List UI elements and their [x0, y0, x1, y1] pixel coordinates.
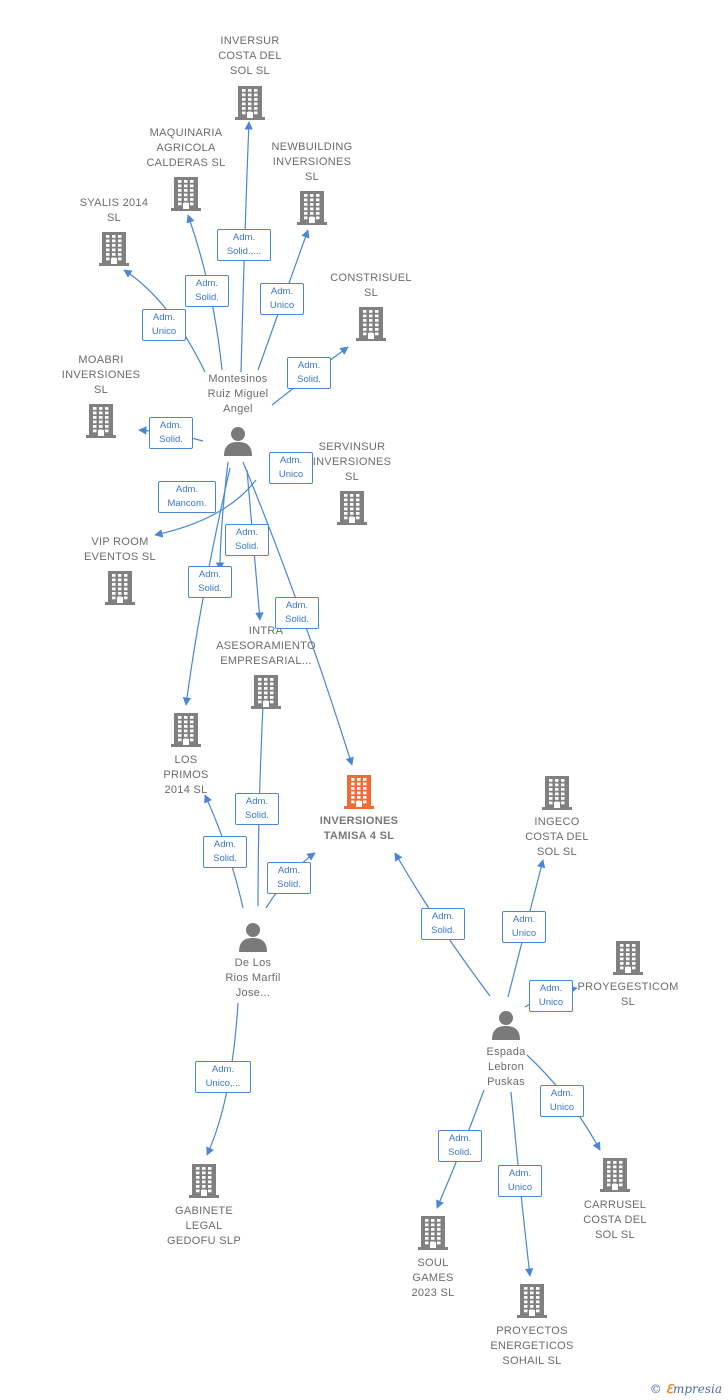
relation-badge-intra-d: Adm. Solid.	[235, 793, 279, 825]
relation-badge-moabri: Adm. Solid.	[149, 417, 193, 449]
company-building-icon[interactable]	[99, 232, 129, 271]
company-building-icon[interactable]	[337, 491, 367, 530]
company-building-icon[interactable]	[517, 1284, 547, 1323]
relation-badge-intra: Adm. Solid.	[225, 524, 269, 556]
person-label-espada[interactable]: Espada Lebron Puskas	[486, 1046, 526, 1088]
company-label-ingeco[interactable]: INGECO COSTA DEL SOL SL	[525, 816, 589, 858]
brand-e: ℇ	[665, 1382, 673, 1396]
company-building-icon[interactable]	[171, 177, 201, 216]
company-building-icon[interactable]	[613, 941, 643, 980]
relation-edge	[215, 461, 229, 571]
relation-badge-tamisa-e: Adm. Solid.	[421, 908, 465, 940]
relation-badge-soulgames: Adm. Solid.	[438, 1130, 482, 1162]
relation-badge-gabinete: Adm. Unico,...	[195, 1061, 251, 1093]
company-label-maquinaria[interactable]: MAQUINARIA AGRICOLA CALDERAS SL	[146, 127, 226, 169]
copyright-icon: ©	[649, 1382, 662, 1396]
company-building-icon[interactable]	[542, 776, 572, 815]
company-building-icon[interactable]	[105, 571, 135, 610]
company-label-gabinete[interactable]: GABINETE LEGAL GEDOFU SLP	[167, 1205, 241, 1247]
company-label-soulgames[interactable]: SOUL GAMES 2023 SL	[411, 1257, 455, 1299]
company-label-inversur[interactable]: INVERSUR COSTA DEL SOL SL	[218, 35, 282, 77]
company-building-icon[interactable]	[600, 1158, 630, 1197]
empresia-logo[interactable]: © ℇmpresia	[650, 1382, 722, 1396]
company-label-carrusel[interactable]: CARRUSEL COSTA DEL SOL SL	[583, 1199, 647, 1241]
company-building-icon[interactable]	[189, 1164, 219, 1203]
relation-badge-syalis: Adm. Unico	[142, 309, 186, 341]
relation-badge-losprimos-d: Adm. Solid.	[203, 836, 247, 868]
brand-name: mpresia	[672, 1382, 722, 1396]
company-label-newbuilding[interactable]: NEWBUILDING INVERSIONES SL	[271, 141, 353, 183]
relation-badge-servinsur: Adm. Unico	[269, 452, 313, 484]
company-label-intra[interactable]: INTRA ASESORAMIENTO EMPRESARIAL...	[216, 625, 316, 667]
relation-badge-newbuilding: Adm. Unico	[260, 283, 304, 315]
company-label-proyegesticom[interactable]: PROYEGESTICOM SL	[577, 981, 679, 1008]
relation-badge-inversur: Adm. Solid.,...	[217, 229, 271, 261]
company-building-icon[interactable]	[356, 307, 386, 346]
company-label-viproom[interactable]: VIP ROOM EVENTOS SL	[84, 536, 156, 563]
company-label-construisuel[interactable]: CONSTRISUEL SL	[330, 272, 412, 299]
relation-badge-maquinaria: Adm. Solid.	[185, 275, 229, 307]
relation-badge-proyegesticom: Adm. Unico	[529, 980, 573, 1012]
company-building-icon[interactable]	[86, 404, 116, 443]
person-label-delosrios[interactable]: De Los Rios Marfil Jose...	[225, 957, 281, 999]
company-building-icon[interactable]	[235, 86, 265, 125]
relation-badge-losprimos-m: Adm. Solid.	[188, 566, 232, 598]
person-icon[interactable]	[491, 1010, 521, 1045]
relation-badge-ingeco: Adm. Unico	[502, 911, 546, 943]
relation-badge-proyectos: Adm. Unico	[498, 1165, 542, 1197]
company-label-proyectos[interactable]: PROYECTOS ENERGETICOS SOHAIL SL	[490, 1325, 574, 1367]
relation-badge-carrusel: Adm. Unico	[540, 1085, 584, 1117]
person-icon[interactable]	[238, 922, 268, 957]
focus-company-building-icon[interactable]	[344, 775, 374, 814]
company-building-icon[interactable]	[251, 675, 281, 714]
relation-badge-construisuel: Adm. Solid.	[287, 357, 331, 389]
company-label-syalis[interactable]: SYALIS 2014 SL	[79, 197, 149, 224]
company-label-servinsur[interactable]: SERVINSUR INVERSIONES SL	[312, 441, 392, 483]
company-building-icon[interactable]	[418, 1216, 448, 1255]
company-label-tamisa[interactable]: INVERSIONES TAMISA 4 SL	[319, 815, 399, 842]
person-label-montesinos[interactable]: Montesinos Ruiz Miguel Angel	[207, 373, 269, 415]
relation-badge-tamisa-m: Adm. Solid.	[275, 597, 319, 629]
relation-badge-tamisa-d: Adm. Solid.	[267, 862, 311, 894]
company-building-icon[interactable]	[171, 713, 201, 752]
company-label-losprimos[interactable]: LOS PRIMOS 2014 SL	[163, 754, 209, 796]
company-label-moabri[interactable]: MOABRI INVERSIONES SL	[61, 354, 141, 396]
company-building-icon[interactable]	[297, 191, 327, 230]
relation-badge-viproom: Adm. Mancom.	[158, 481, 216, 513]
person-icon[interactable]	[223, 426, 253, 461]
